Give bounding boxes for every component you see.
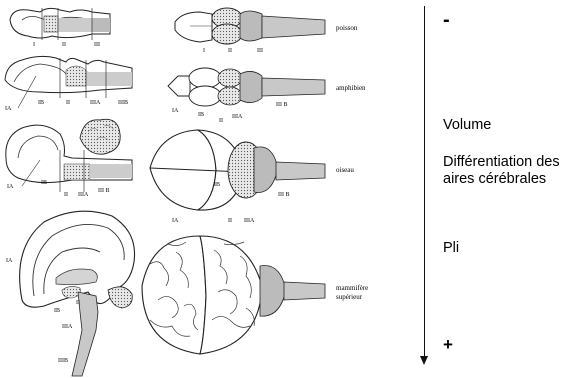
brain-drawings: I II III I II III poisson IA IB II IIIA … [0, 0, 410, 378]
criterion-volume: Volume [443, 117, 491, 134]
amph-side-label-iiib: IIIB [118, 100, 128, 106]
fish-side-label-iii: III [94, 42, 100, 48]
bird-top-label-iiia: IIIA [244, 218, 255, 224]
bird-side-label-iiib: III B [98, 188, 110, 194]
amph-side-label-ii: II [66, 100, 70, 106]
fish-side-view: I II III [10, 8, 110, 48]
criterion-pli: Pli [443, 240, 459, 257]
amph-top-label-iiia: IIIA [232, 114, 243, 120]
amph-top-label-ib: IB [198, 112, 204, 118]
bird-side-label-ii: II [64, 192, 68, 198]
label-superieur: supérieur [336, 293, 363, 301]
fish-side-label-i: I [33, 42, 35, 48]
bird-side-view: IA IB II IIIA III B [6, 119, 132, 198]
amph-top-label-ia: IA [172, 108, 179, 114]
fish-side-label-ii: II [62, 42, 66, 48]
bird-side-label-ib: IB [41, 180, 47, 186]
criterion-differentiation: Différentiation des aires cérébrales [443, 154, 561, 188]
brain-evolution-figure: I II III I II III poisson IA IB II IIIA … [0, 0, 410, 378]
bird-top-label-iiib: III B [278, 192, 290, 198]
mammal-side-view: IA IB II IIIA IIIB [6, 211, 135, 376]
mammal-side-label-iiib: IIIB [58, 358, 68, 364]
mammal-side-label-ib: IB [54, 308, 60, 314]
bird-top-label-ib: IB [214, 182, 220, 188]
bird-top-view: IA IB II IIIA III B [150, 130, 325, 224]
mammal-top-view [142, 236, 325, 354]
bird-side-label-ia: IA [7, 184, 14, 190]
mammal-side-label-ia: IA [6, 258, 13, 264]
axis-plus-label: + [443, 336, 453, 353]
trend-axis-arrow-icon [420, 356, 428, 365]
label-oiseau: oiseau [336, 166, 354, 174]
fish-top-label-ii: II [228, 48, 232, 54]
fish-top-label-i: I [203, 48, 205, 54]
bird-side-label-iiia: IIIA [78, 192, 89, 198]
label-mammifere: mammifère [336, 284, 368, 292]
axis-minus-label: - [443, 10, 450, 30]
amph-side-label-iiia: IIIA [90, 100, 101, 106]
amph-top-label-ii: II [219, 118, 223, 124]
mammal-side-label-ii: II [76, 300, 80, 306]
bird-top-label-ii: II [228, 218, 232, 224]
amphibian-top-view: IA IB II IIIA III B [168, 68, 325, 124]
trend-axis-line [424, 6, 425, 360]
fish-top-view: I II III [175, 8, 325, 54]
label-poisson: poisson [336, 24, 358, 32]
label-amphibien: amphibien [336, 84, 366, 92]
bird-top-label-ia: IA [172, 218, 179, 224]
amph-top-label-iiib: III B [276, 102, 288, 108]
mammal-side-label-iiia: IIIA [62, 324, 73, 330]
amph-side-label-ib: IB [38, 100, 44, 106]
amph-side-label-ia: IA [5, 106, 12, 112]
fish-top-label-iii: III [257, 48, 263, 54]
amphibian-side-view: IA IB II IIIA IIIB [5, 56, 132, 112]
